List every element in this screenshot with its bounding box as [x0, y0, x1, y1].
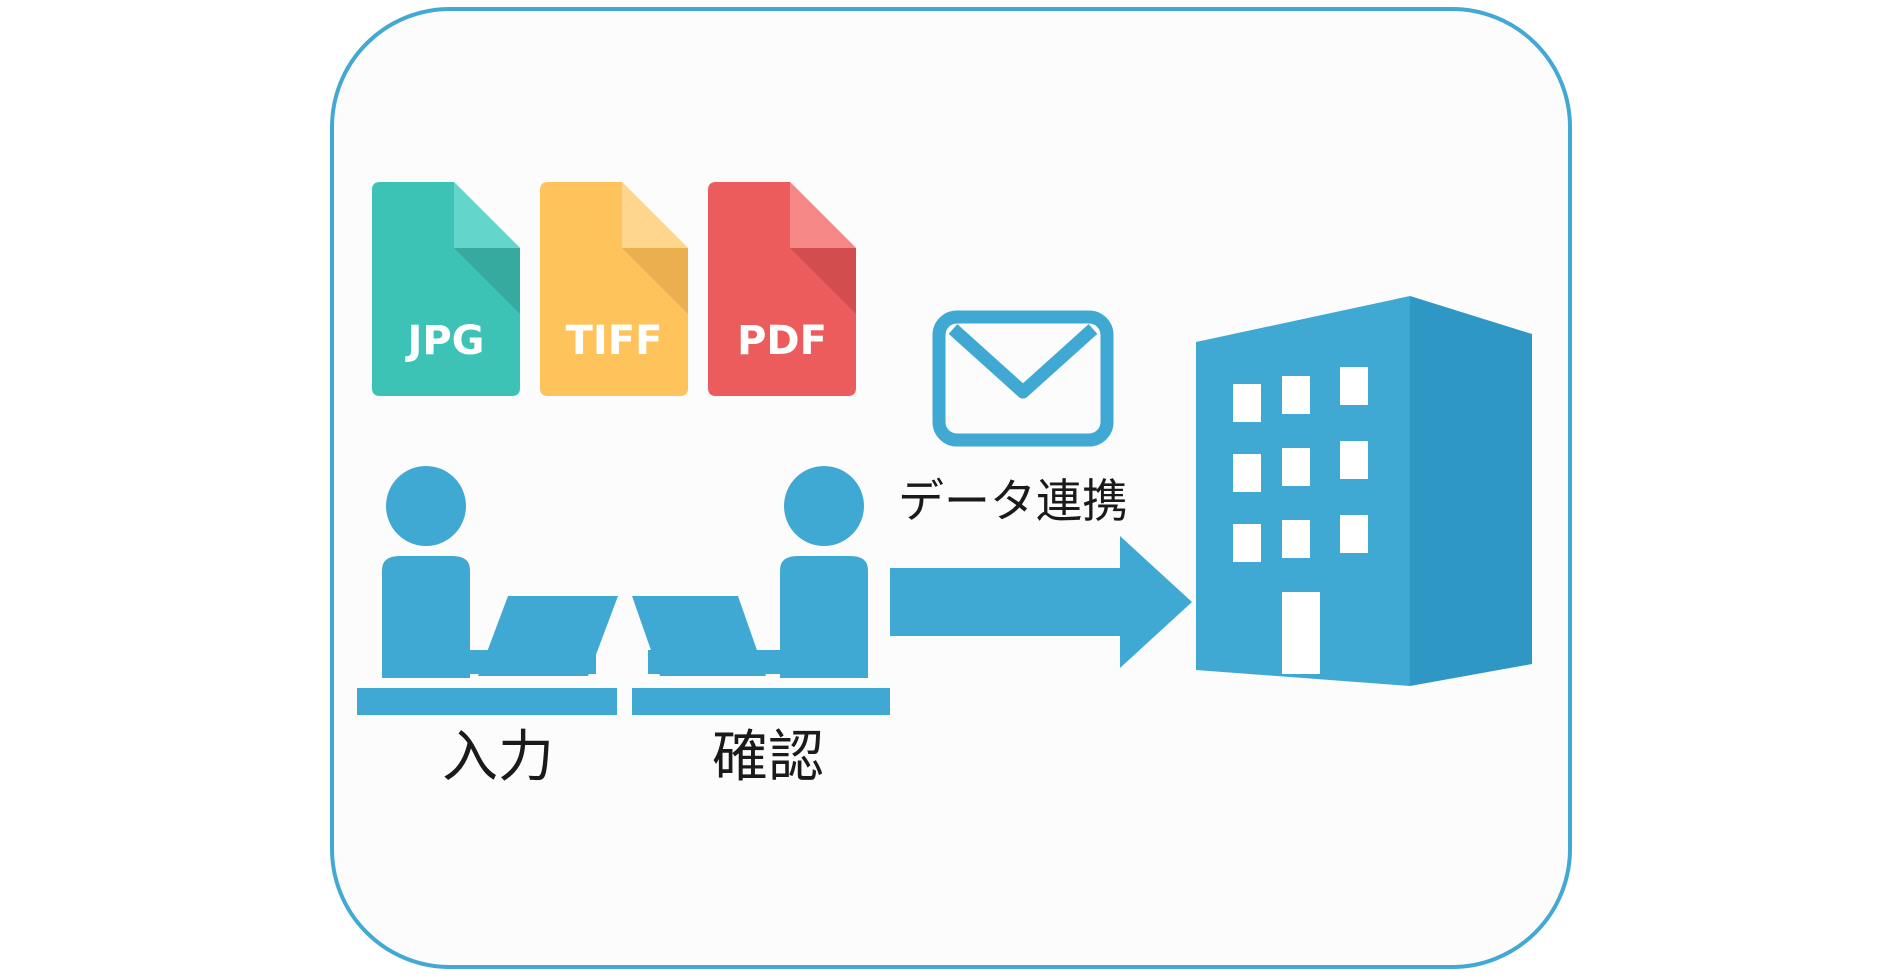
office-building-icon [1196, 296, 1532, 686]
pdf-file-label: PDF [737, 318, 827, 364]
input-label: 入力 [442, 725, 554, 790]
tiff-file-label: TIFF [566, 318, 663, 364]
jpg-file-label: JPG [404, 318, 484, 364]
check-label: 確認 [712, 725, 824, 790]
envelope-icon [932, 310, 1114, 447]
tiff-file-icon: TIFF [540, 182, 688, 396]
arrow-right-icon [890, 536, 1192, 668]
person-laptop-icon-check [632, 466, 890, 715]
pdf-file-icon: PDF [708, 182, 856, 396]
jpg-file-icon: JPG [372, 182, 520, 396]
person-laptop-icon-input [357, 466, 618, 715]
data-link-label: データ連携 [898, 474, 1128, 528]
